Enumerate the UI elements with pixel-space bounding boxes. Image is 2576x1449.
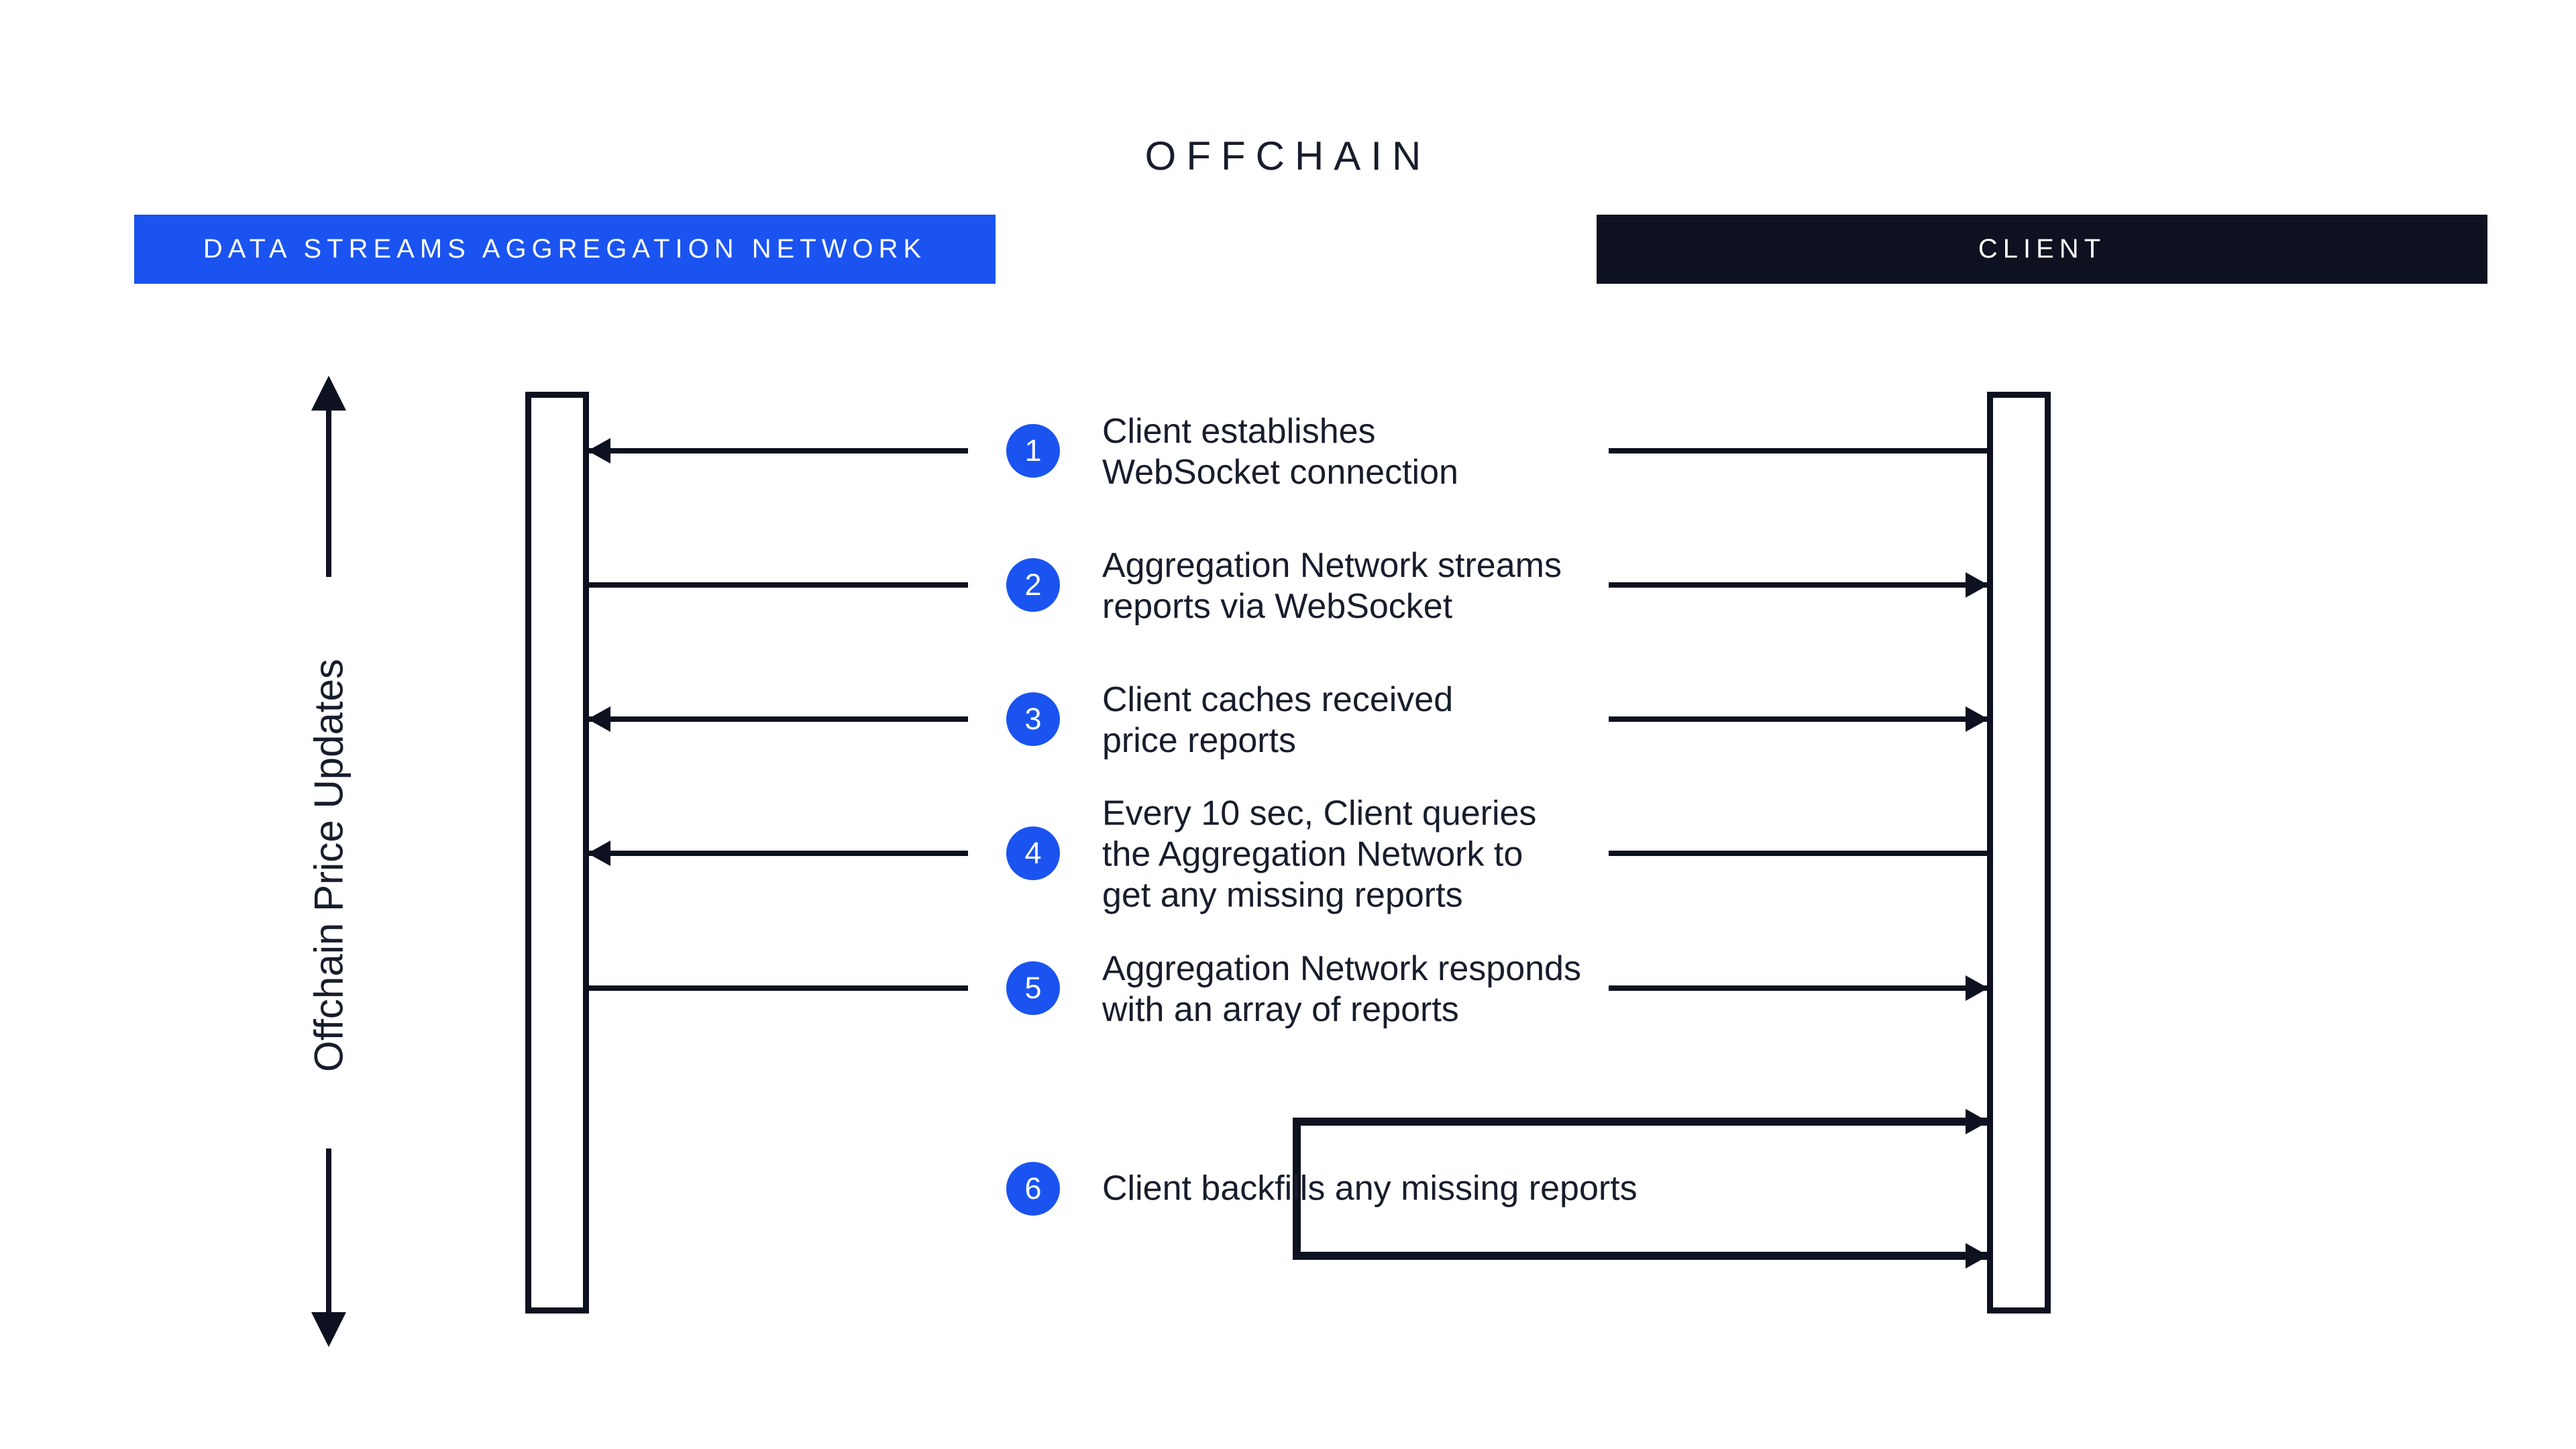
arrowhead-right-icon	[1966, 572, 1988, 598]
step4-badge: 4	[1006, 826, 1060, 880]
step6-top-arrow-to-client	[1293, 1109, 1988, 1134]
step5-line-from-network	[589, 985, 968, 991]
step1-arrow-to-network	[588, 438, 968, 464]
arrowhead-right-icon	[1966, 1109, 1988, 1134]
step5-arrow-to-client	[1609, 975, 1988, 1001]
step6-label: Client backfills any missing reports	[1102, 1169, 1638, 1208]
down-arrow-line	[326, 1148, 331, 1316]
client-lifeline	[1987, 392, 2051, 1313]
step1-badge: 1	[1006, 424, 1060, 478]
network-header-bar: DATA STREAMS AGGREGATION NETWORK	[134, 215, 996, 284]
step3-badge: 3	[1006, 692, 1060, 746]
step2-badge: 2	[1006, 558, 1060, 612]
arrowhead-left-icon	[588, 841, 610, 866]
step5-label: Aggregation Network responds with an arr…	[1102, 949, 1581, 1029]
step2-label: Aggregation Network streams reports via …	[1102, 546, 1562, 626]
network-lifeline	[525, 392, 589, 1313]
side-label: Offchain Price Updates	[306, 659, 352, 1072]
step4-line-from-client	[1609, 851, 1987, 856]
arrowhead-right-icon	[1966, 706, 1988, 732]
up-arrow-line	[326, 402, 331, 577]
diagram-title: OFFCHAIN	[1144, 133, 1432, 178]
step5-badge: 5	[1006, 961, 1060, 1015]
step3-arrow-to-client	[1609, 706, 1988, 732]
arrowhead-right-icon	[1966, 975, 1988, 1001]
step2-line-from-network	[589, 582, 968, 588]
arrowhead-left-icon	[588, 438, 610, 464]
client-header-label: CLIENT	[1978, 234, 2106, 264]
step6-bracket-connector	[1293, 1118, 1301, 1260]
step6-badge: 6	[1006, 1162, 1060, 1216]
network-header-label: DATA STREAMS AGGREGATION NETWORK	[203, 234, 927, 264]
arrowhead-left-icon	[588, 706, 610, 732]
step1-line-from-client	[1609, 448, 1987, 453]
arrowhead-right-icon	[1966, 1243, 1988, 1269]
down-arrow-icon	[311, 1312, 346, 1347]
step3-arrow-to-network	[588, 706, 968, 732]
step1-label: Client establishes WebSocket connection	[1102, 412, 1458, 492]
step4-label: Every 10 sec, Client queries the Aggrega…	[1102, 794, 1537, 915]
step2-arrow-to-client	[1609, 572, 1988, 598]
step3-label: Client caches received price reports	[1102, 680, 1454, 760]
step6-bottom-arrow-to-client	[1293, 1243, 1988, 1269]
step4-arrow-to-network	[588, 841, 968, 866]
client-header-bar: CLIENT	[1597, 215, 2487, 284]
